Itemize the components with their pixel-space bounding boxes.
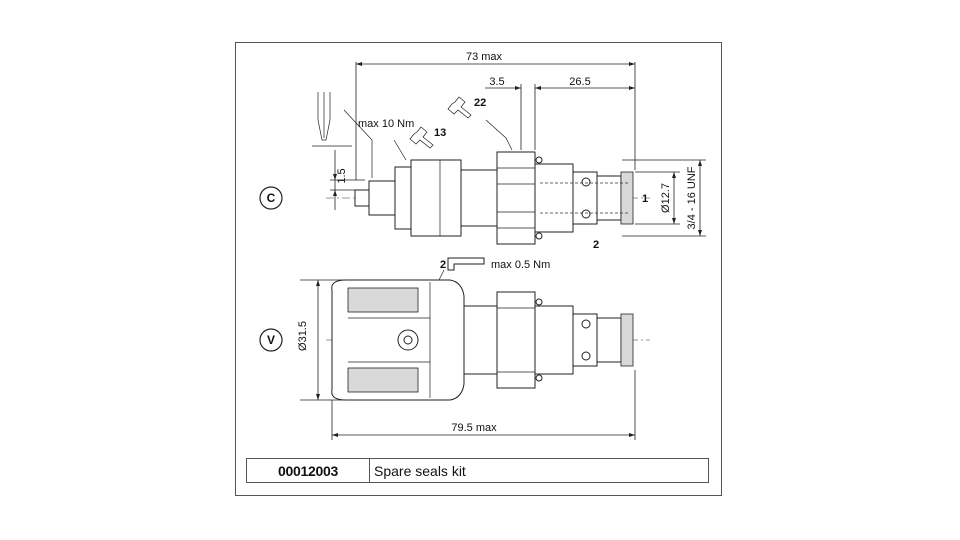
view-c-marker: C xyxy=(259,186,283,210)
dimension-73-max: 73 max xyxy=(355,51,636,180)
spare-kit-table: 00012003 Spare seals kit xyxy=(246,458,709,483)
wrench-13-label: 13 xyxy=(434,127,446,139)
dimension-diameter-12-7: Ø12.7 xyxy=(635,171,680,225)
dimension-1-5: 1.5 xyxy=(330,150,365,210)
dimension-1-5-label: 1.5 xyxy=(336,168,348,183)
dimension-73-label: 73 max xyxy=(466,51,503,63)
dimension-thread: 3/4 - 16 UNF xyxy=(622,159,706,237)
dimension-79-5-max: 79.5 max xyxy=(331,370,636,440)
dimension-79-5-label: 79.5 max xyxy=(451,422,497,434)
hex-key-size-label: 2 xyxy=(440,259,446,271)
screwdriver-icon xyxy=(312,92,373,178)
dimension-3-5-label: 3.5 xyxy=(489,76,504,88)
view-v-label: V xyxy=(267,333,275,347)
view-c-label: C xyxy=(267,191,276,205)
wrench-13-icon xyxy=(393,126,434,161)
spare-kit-description: Spare seals kit xyxy=(374,462,466,479)
wrench-22-icon xyxy=(447,96,513,151)
view-v-marker: V xyxy=(259,328,283,352)
diameter-12-7-label: Ø12.7 xyxy=(660,183,672,213)
dimension-diameter-31-5: Ø31.5 xyxy=(297,279,346,401)
cartridge-handwheel-view xyxy=(326,279,650,401)
spare-kit-code: 00012003 xyxy=(247,459,370,482)
torque-hex-label: max 0.5 Nm xyxy=(491,259,550,271)
wrench-22-label: 22 xyxy=(474,97,486,109)
dimension-3-5: 3.5 xyxy=(485,76,541,150)
diameter-31-5-label: Ø31.5 xyxy=(297,321,309,351)
port-2-label: 2 xyxy=(593,239,599,251)
dimension-26-5: 26.5 xyxy=(535,76,635,90)
torque-screw-label: max 10 Nm xyxy=(358,118,414,130)
drawing-frame xyxy=(235,42,722,496)
dimension-26-5-label: 26.5 xyxy=(569,76,590,88)
cartridge-side-view xyxy=(326,151,650,245)
port-1-label: 1 xyxy=(642,193,648,205)
thread-label: 3/4 - 16 UNF xyxy=(686,166,698,229)
